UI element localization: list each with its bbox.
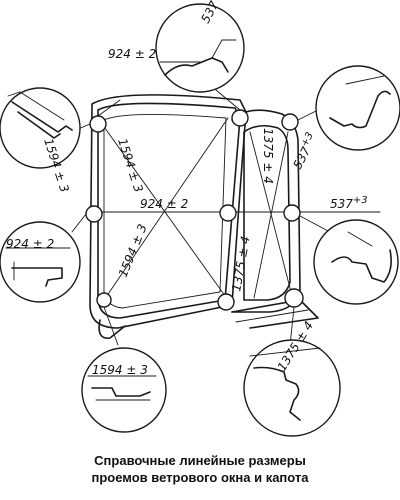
- inset-right-mid: [313, 219, 399, 305]
- dim-diag-left: 1594 ± 3: [115, 137, 146, 194]
- dim-diag-lower-right: 1375 ± 4: [229, 235, 252, 292]
- dim-horizontal-right: 537+3: [330, 195, 368, 211]
- caption-line-1: Справочные линейные размеры: [94, 453, 306, 468]
- detail-markers: [85, 109, 304, 311]
- dim-horizontal-center: 924 ± 2: [140, 197, 188, 211]
- car-body-outline: [89, 94, 319, 339]
- inset-left-top: [0, 87, 81, 169]
- inset-left-mid: [0, 221, 81, 303]
- dim-diag-lower-left: 1594 ± 3: [116, 222, 150, 279]
- dim-diag-right: 1375 ± 4: [261, 128, 275, 184]
- body-opening-diagram: 924 ± 2 537+3 1594 ± 3 1594 ± 3 1375 ± 4…: [0, 0, 400, 437]
- dim-left-mid-inset: 924 ± 2: [6, 237, 54, 251]
- caption-line-2: проемов ветрового окна и капота: [91, 470, 309, 485]
- inset-top-right: [315, 65, 400, 151]
- inset-bottom-right: [243, 339, 341, 437]
- dim-top-inset: 924 ± 2: [108, 47, 156, 61]
- figure-caption: Справочные линейные размеры проемов ветр…: [0, 452, 400, 486]
- dim-right-inset: 537+3: [289, 131, 321, 172]
- inset-bottom-left: [81, 347, 167, 433]
- dim-bottom-left-inset: 1594 ± 3: [92, 363, 148, 377]
- inset-top: [155, 3, 245, 93]
